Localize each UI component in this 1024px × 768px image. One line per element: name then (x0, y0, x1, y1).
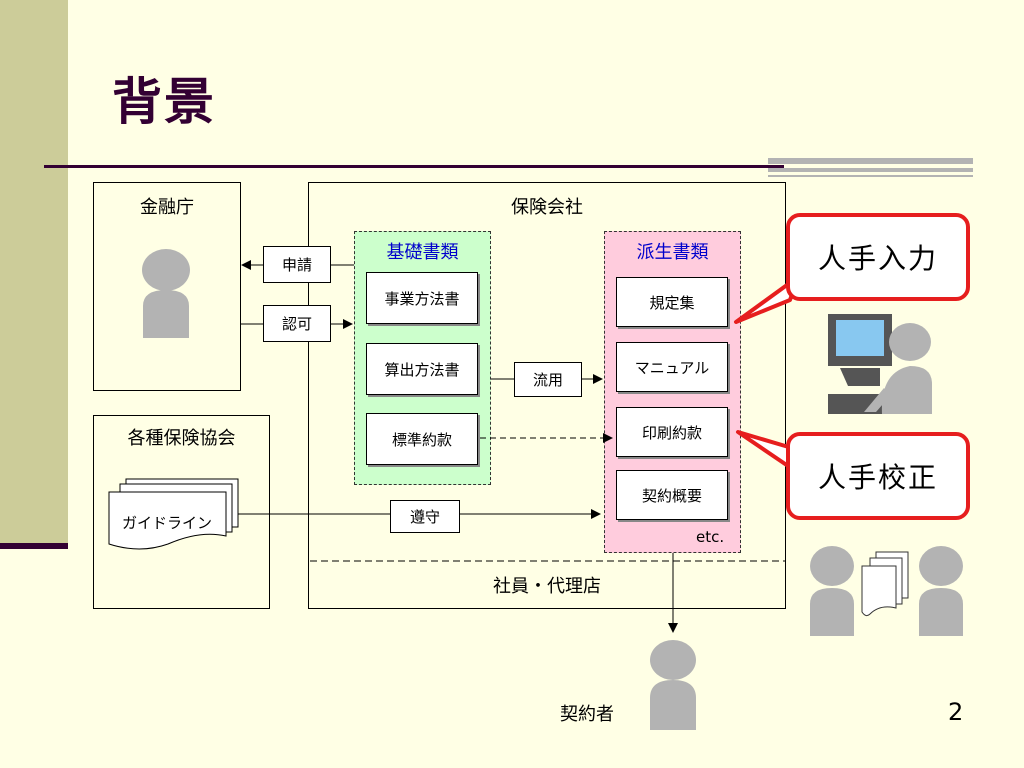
doc-standard-terms: 標準約款 (366, 413, 478, 465)
title-rule (44, 165, 784, 168)
proofreaders-icon (810, 546, 963, 636)
person-icon-contractor (650, 640, 696, 730)
basic-docs-label: 基礎書類 (386, 242, 459, 263)
etc-label: etc. (696, 528, 725, 546)
decor-bar (768, 158, 973, 164)
fsa-label: 金融庁 (140, 197, 194, 218)
approve-tag: 認可 (263, 305, 331, 342)
callout-manual-proof: 人手校正 (786, 432, 970, 520)
page-number: 2 (948, 698, 964, 726)
paper-stack-icon (861, 551, 909, 617)
doc-calc-method: 算出方法書 (366, 343, 478, 395)
associations-label: 各種保険協会 (127, 428, 236, 449)
derived-docs-label: 派生書類 (636, 242, 709, 263)
person-icon-fsa (142, 249, 190, 338)
doc-contract-summary: 契約概要 (616, 470, 728, 520)
callout-manual-input: 人手入力 (786, 213, 970, 301)
decor-bar (768, 175, 973, 177)
doc-printed-terms: 印刷約款 (616, 407, 728, 457)
contractor-label: 契約者 (560, 704, 614, 725)
decor-bar (768, 168, 973, 172)
doc-business-method: 事業方法書 (366, 272, 478, 324)
reuse-tag: 流用 (514, 362, 582, 397)
guideline-stack-icon (108, 478, 239, 550)
doc-manual: マニュアル (616, 342, 728, 392)
guideline-label: ガイドライン (122, 514, 213, 532)
staff-agent-label: 社員・代理店 (493, 576, 601, 597)
sidebar-accent (0, 543, 68, 549)
apply-tag: 申請 (263, 246, 331, 283)
insurer-label: 保険会社 (511, 197, 583, 218)
associations-box: 各種保険協会 (93, 415, 270, 609)
doc-regulations: 規定集 (616, 277, 728, 327)
slide-title: 背景 (112, 73, 216, 131)
sidebar-band (0, 0, 68, 546)
computer-operator-icon (828, 314, 932, 414)
comply-tag: 遵守 (390, 500, 460, 533)
